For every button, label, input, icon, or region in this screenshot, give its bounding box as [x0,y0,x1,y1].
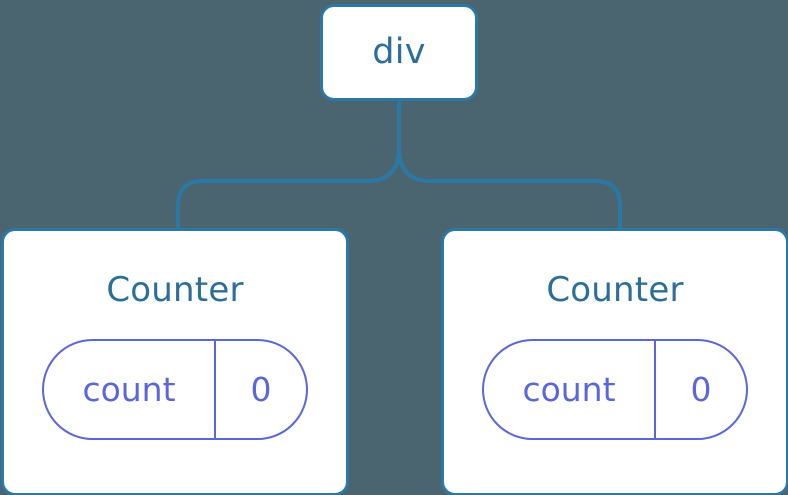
node-counter-2-label: Counter [546,270,684,310]
node-counter-2[interactable]: Counter count 0 [441,228,788,495]
state-value-label-1: 0 [250,370,272,409]
node-div[interactable]: div [320,4,478,101]
state-value-cell-2: 0 [656,341,746,438]
node-counter-1[interactable]: Counter count 0 [1,228,349,495]
state-key-cell-2: count [484,341,656,438]
connector-branch-right [397,150,622,230]
state-pill-counter-2: count 0 [482,339,748,440]
connector-branch-left [176,150,401,230]
node-counter-1-label: Counter [106,270,244,310]
state-pill-counter-1: count 0 [42,339,308,440]
state-value-cell-1: 0 [216,341,306,438]
node-div-label: div [372,32,426,72]
state-key-label-2: count [522,370,616,409]
state-value-label-2: 0 [690,370,712,409]
state-key-label-1: count [82,370,176,409]
state-key-cell-1: count [44,341,216,438]
